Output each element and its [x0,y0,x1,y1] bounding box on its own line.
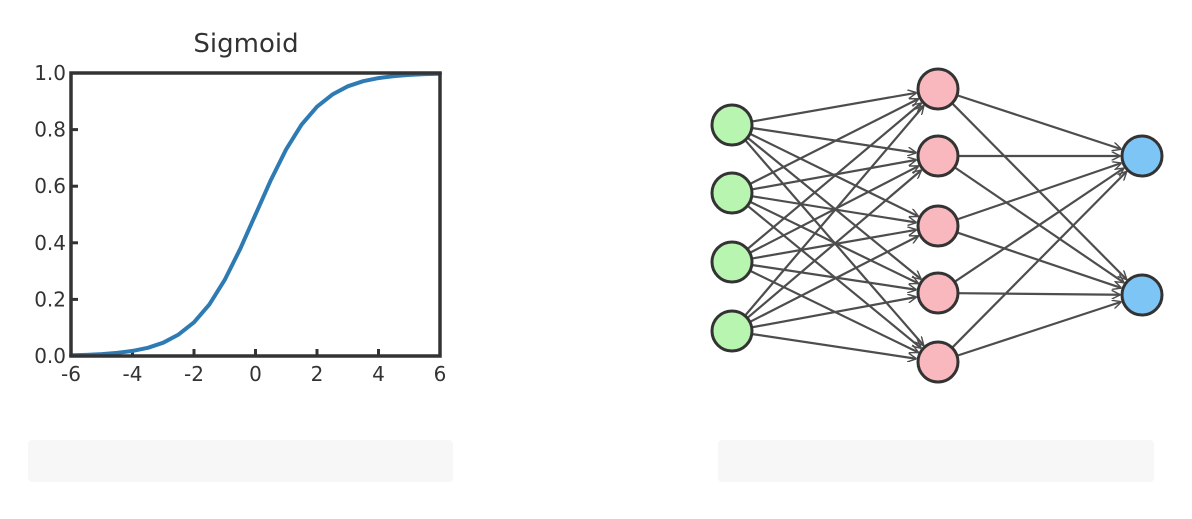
y-tick-label: 1.0 [34,61,66,85]
input-node [710,171,754,215]
connection-arrow [953,168,1124,283]
x-tick-label: -2 [184,362,204,386]
faint-caption-bar-right [718,440,1154,482]
y-tick-label: 0.0 [34,344,66,368]
connection-arrow [744,106,924,317]
y-tick-label: 0.4 [34,231,66,255]
connection-arrow [751,93,917,123]
output-node [1120,134,1164,178]
input-node [710,240,754,284]
connection-arrow [956,94,1121,149]
y-axis-ticks: 0.0 0.2 0.4 0.6 0.8 1.0 [34,61,78,368]
plot-frame [69,71,442,358]
chart-title: Sigmoid [193,29,298,59]
hidden-node [916,134,960,178]
network-edges [744,93,1127,359]
connection-arrow [746,103,921,250]
sigmoid-curve [69,71,442,358]
x-tick-label: 4 [372,362,385,386]
connection-arrow [749,235,919,323]
y-tick-label: 0.6 [34,174,66,198]
y-tick-label: 0.2 [34,287,66,311]
connection-arrow [956,163,1121,221]
network-nodes [710,67,1164,384]
x-tick-label: -4 [123,362,143,386]
input-node [710,103,754,147]
neural-network-diagram [710,67,1164,384]
output-node [1120,273,1164,317]
connection-arrow [956,302,1121,357]
connection-arrow [951,172,1126,349]
faint-caption-bar-left [28,440,453,482]
hidden-node [916,271,960,315]
x-tick-label: 6 [434,362,447,386]
connection-arrow [746,170,921,319]
connection-arrow [751,297,917,329]
input-node [710,309,754,353]
connection-arrow [751,160,917,191]
connection-arrow [749,97,919,185]
sigmoid-chart: Sigmoid 0.0 0.2 0.4 0.6 0.8 1.0 -6 -4 -2 0 2 4 6 [34,29,446,386]
hidden-node [916,67,960,111]
connection-arrow [751,332,916,359]
y-tick-label: 0.8 [34,118,66,142]
x-tick-label: 0 [249,362,262,386]
x-tick-label: -6 [61,362,81,386]
hidden-node [916,340,960,384]
connection-arrow [751,263,916,290]
hidden-node [916,204,960,248]
x-tick-label: 2 [311,362,324,386]
connection-arrow [749,200,918,284]
connection-arrow [957,293,1120,295]
